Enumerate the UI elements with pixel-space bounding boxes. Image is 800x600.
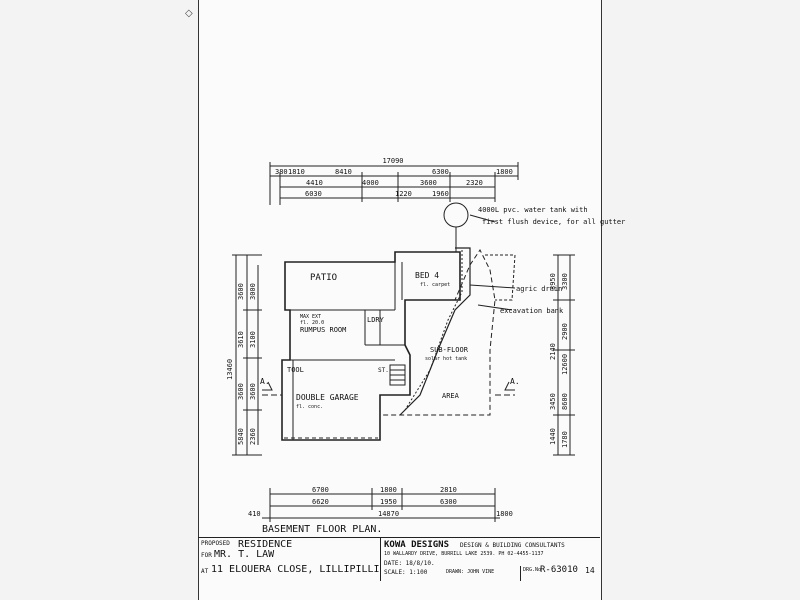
- tb-sheet-number: 14: [585, 566, 595, 575]
- section-label-left: A.: [260, 377, 270, 386]
- note-agric-drain: agric drain: [516, 285, 562, 293]
- dim-bottom2-2: 6300: [440, 498, 457, 506]
- dim-left2-3: 2360: [249, 428, 257, 445]
- tb-firm-desc: DESIGN & BUILDING CONSULTANTS: [460, 542, 565, 549]
- tb-at: AT: [201, 568, 209, 575]
- section-a-right-arrow: [504, 381, 515, 391]
- dim-bottom2-1: 1950: [380, 498, 397, 506]
- tb-drawn: DRAWN: JOHN VINE: [446, 569, 495, 575]
- dim-right2-2: 3450: [549, 393, 557, 410]
- room-subfloor-note: solar hot tank: [425, 356, 467, 362]
- subfloor-boundary: [380, 249, 496, 416]
- water-tank-circle: [443, 202, 469, 228]
- dim-left1-1: 3610: [237, 331, 245, 348]
- dim-top3-0: 6030: [305, 190, 322, 198]
- dim-overall-width: 17090: [382, 157, 403, 165]
- dim-right2-1: 2140: [549, 343, 557, 360]
- room-bed4: BED 4: [415, 271, 439, 280]
- tb-drg-label: DRG.No: [523, 567, 542, 573]
- dim-right1-2: 12600: [561, 354, 569, 375]
- dim-right2-0: 3300: [561, 273, 569, 290]
- tb-for: FOR: [201, 552, 212, 559]
- dim-left2-2: 3600: [249, 383, 257, 400]
- dim-bottom1-0: 6700: [312, 486, 329, 494]
- room-garage-floor: fl. conc.: [296, 404, 323, 410]
- dim-left1-0: 3600: [237, 283, 245, 300]
- dim-right1-3: 8600: [561, 393, 569, 410]
- note-water-tank-2: first flush device, for all gutter: [482, 218, 625, 226]
- dim-left1-2: 3600: [237, 383, 245, 400]
- drawing-sheet: [198, 0, 602, 600]
- title-block-divider: [380, 537, 381, 581]
- dim-bottom1-1: 1800: [380, 486, 397, 494]
- dim-top2-1: 4000: [362, 179, 379, 187]
- dim-top1-2: 8410: [335, 168, 352, 176]
- title-block-drg-divider: [520, 566, 521, 581]
- room-bed4-floor: fl. carpet: [420, 282, 450, 288]
- dim-right1-1: 2900: [561, 323, 569, 340]
- room-rumpus-floor: fl. 20.0: [300, 320, 324, 326]
- dim-top1-3: 6300: [432, 168, 449, 176]
- tb-drg-number: R-63010: [540, 565, 578, 575]
- dim-right1-4: 1780: [561, 431, 569, 448]
- dim-top2-3: 2320: [466, 179, 483, 187]
- title-block: [198, 537, 600, 582]
- tb-date: DATE: 18/8/10.: [384, 560, 435, 567]
- section-label-right: A.: [510, 377, 520, 386]
- room-patio: PATIO: [310, 273, 337, 283]
- punch-hole-mark: ◇: [185, 8, 193, 19]
- dim-top1-4: 1800: [496, 168, 513, 176]
- section-a-left-arrow: [262, 381, 273, 391]
- room-area: AREA: [442, 392, 460, 400]
- room-subfloor: SUB-FLOOR: [430, 346, 469, 354]
- dim-bottom-overall: 14870: [378, 510, 399, 518]
- room-double-garage: DOUBLE GARAGE: [296, 393, 359, 402]
- room-tool: TOOL: [287, 366, 304, 374]
- plan-title: BASEMENT FLOOR PLAN.: [262, 524, 382, 535]
- tb-residence: RESIDENCE: [238, 539, 293, 550]
- room-rumpus: RUMPUS ROOM: [300, 326, 346, 334]
- room-store: ST.: [378, 367, 389, 374]
- tb-address: 11 ELOUERA CLOSE, LILLIPILLI: [211, 564, 380, 575]
- dim-bottom-side-0: 410: [248, 510, 261, 518]
- tb-scale: SCALE: 1:100: [384, 569, 428, 576]
- dim-top3-1: 1220: [395, 190, 412, 198]
- dim-top1-1: 1810: [288, 168, 305, 176]
- dim-bottom2-0: 6620: [312, 498, 329, 506]
- dim-left2-0: 3000: [249, 283, 257, 300]
- dim-top2-2: 3600: [420, 179, 437, 187]
- note-water-tank-1: 4000L pvc. water tank with: [478, 206, 588, 214]
- dim-right2-3: 1440: [549, 428, 557, 445]
- dim-top1-0: 380: [275, 168, 288, 176]
- dim-left1-3: 5840: [237, 428, 245, 445]
- dim-bottom-side-1: 1800: [496, 510, 513, 518]
- building-outline: [281, 251, 461, 441]
- room-ldry: LDRY: [367, 316, 385, 324]
- excavation-bank-line: [399, 247, 471, 416]
- room-rumpus-note: MAX EXT: [300, 314, 321, 320]
- dim-bottom1-2: 2810: [440, 486, 457, 494]
- agric-drain-line: [404, 250, 463, 411]
- dim-left2-1: 3100: [249, 331, 257, 348]
- dim-top3-2: 1960: [432, 190, 449, 198]
- dim-left-overall: 13460: [226, 359, 234, 380]
- tb-firm: KOWA DESIGNS: [384, 540, 450, 550]
- tb-firm-address: 10 WALLARDY DRIVE, BURRILL LAKE 2539. PH…: [384, 551, 544, 557]
- dim-right1-0: 3950: [549, 273, 557, 290]
- dim-top2-0: 4410: [306, 179, 323, 187]
- tb-proposed: PROPOSED: [201, 540, 230, 547]
- tb-client: MR. T. LAW: [214, 549, 275, 560]
- note-excavation-bank: excavation bank: [500, 307, 564, 315]
